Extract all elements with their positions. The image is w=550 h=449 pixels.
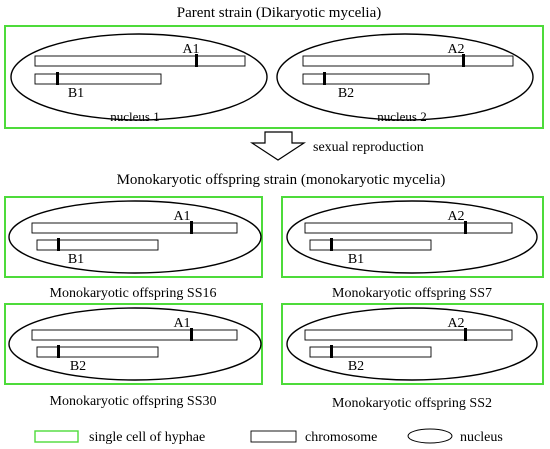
offspring-title: Monokaryotic offspring strain (monokaryo… [117, 172, 446, 188]
parent-nucleus-2: A2 B2 nucleus 2 [276, 33, 534, 124]
legend-nucleus-swatch [407, 428, 453, 444]
legend-cell-label: single cell of hyphae [89, 430, 205, 445]
nucleus-1-ellipse [10, 33, 268, 121]
allele-b-label: B2 [348, 359, 364, 374]
legend-chromosome-label: chromosome [305, 430, 377, 445]
offspring-caption-ss30: Monokaryotic offspring SS30 [50, 394, 217, 409]
offspring-cell-border [4, 303, 263, 385]
nucleus-1-caption: nucleus 1 [110, 109, 159, 124]
offspring-caption-ss16: Monokaryotic offspring SS16 [50, 286, 217, 301]
allele-a-marker [190, 328, 193, 341]
chromosome-a [31, 222, 238, 234]
chromosome-a [31, 329, 238, 341]
allele-b-marker [56, 72, 59, 85]
allele-a-marker [464, 221, 467, 234]
chromosome-a [302, 55, 514, 67]
nucleus-ellipse [8, 307, 262, 381]
allele-b-marker [330, 345, 333, 358]
chromosome-b [309, 346, 432, 358]
chromosome-b [34, 73, 162, 85]
parent-title: Parent strain (Dikaryotic mycelia) [177, 5, 382, 21]
offspring-cell-ss7: A2 B1 [281, 196, 544, 278]
allele-a-marker [462, 54, 465, 67]
offspring-cell-border [281, 303, 544, 385]
nucleus-ellipse [286, 307, 538, 381]
offspring-cell-ss2: A2 B2 [281, 303, 544, 385]
nucleus-ellipse [286, 200, 538, 274]
allele-a-marker [195, 54, 198, 67]
allele-b-marker [57, 238, 60, 251]
nucleus-ellipse [8, 200, 262, 274]
allele-a-marker [190, 221, 193, 234]
allele-a-label: A1 [173, 209, 190, 224]
nucleus-2-ellipse [276, 33, 534, 121]
arrow-label: sexual reproduction [313, 140, 424, 155]
allele-a-label: A1 [173, 316, 190, 331]
nucleus-2-caption: nucleus 2 [377, 109, 426, 124]
offspring-caption-ss2: Monokaryotic offspring SS2 [332, 396, 492, 411]
allele-b-label: B2 [338, 86, 354, 101]
allele-b-marker [57, 345, 60, 358]
allele-b-marker [330, 238, 333, 251]
allele-a-label: A2 [447, 316, 464, 331]
offspring-caption-ss7: Monokaryotic offspring SS7 [332, 286, 492, 301]
allele-a-marker [464, 328, 467, 341]
allele-b-label: B2 [70, 359, 86, 374]
chromosome-b [302, 73, 430, 85]
parent-nucleus-1: A1 B1 nucleus 1 [10, 33, 268, 124]
legend-nucleus-label: nucleus [460, 430, 503, 445]
chromosome-b [36, 346, 159, 358]
legend-cell-swatch [34, 430, 79, 443]
offspring-cell-ss30: A1 B2 [4, 303, 263, 385]
chromosome-a [304, 329, 513, 341]
down-arrow-icon [249, 131, 307, 161]
allele-a-label: A2 [447, 42, 464, 57]
legend-chromosome-swatch [250, 430, 297, 443]
parent-cell: A1 B1 nucleus 1 A2 B2 nucleus 2 [4, 25, 544, 129]
chromosome-b [36, 239, 159, 251]
chromosome-a [304, 222, 513, 234]
offspring-cell-ss16: A1 B1 [4, 196, 263, 278]
chromosome-a [34, 55, 246, 67]
allele-b-marker [323, 72, 326, 85]
chromosome-b [309, 239, 432, 251]
allele-b-label: B1 [348, 252, 364, 267]
allele-b-label: B1 [68, 252, 84, 267]
allele-b-label: B1 [68, 86, 84, 101]
offspring-cell-border [281, 196, 544, 278]
allele-a-label: A1 [182, 42, 199, 57]
allele-a-label: A2 [447, 209, 464, 224]
offspring-cell-border [4, 196, 263, 278]
legend: single cell of hyphae chromosome nucleus [34, 428, 503, 445]
